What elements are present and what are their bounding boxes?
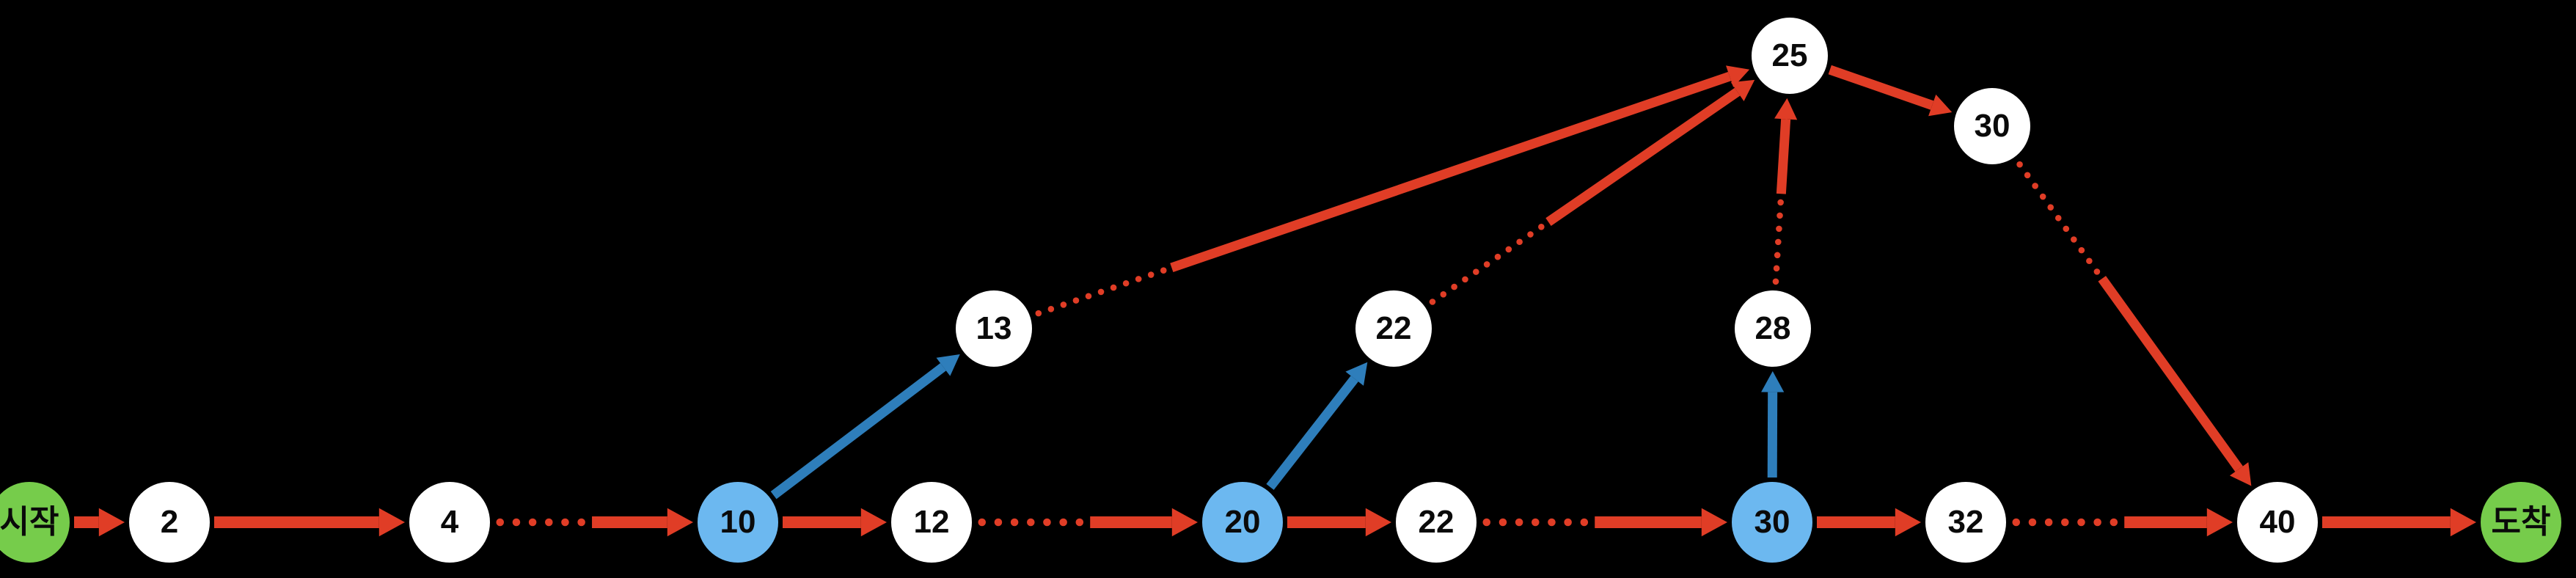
graph-node-label: 40 xyxy=(2259,504,2296,540)
graph-node-n30b[interactable]: 30 xyxy=(1732,482,1812,563)
graph-node-n20[interactable]: 20 xyxy=(1202,482,1283,563)
graph-node-n25[interactable]: 25 xyxy=(1752,18,1828,94)
graph-node-label: 22 xyxy=(1375,310,1412,346)
graph-edge-e-4-10 xyxy=(496,508,693,537)
graph-node-n28[interactable]: 28 xyxy=(1735,290,1811,367)
graph-edge-e-13-25 xyxy=(1035,65,1750,317)
graph-node-label: 25 xyxy=(1771,37,1808,73)
graph-edge-e-start-2 xyxy=(74,508,125,537)
graph-node-n13[interactable]: 13 xyxy=(956,290,1032,367)
graph-edge-e-10-12 xyxy=(783,508,887,537)
graph-node-label: 22 xyxy=(1418,504,1455,540)
graph-edge-e-32-40 xyxy=(2012,508,2233,537)
graph-node-label: 28 xyxy=(1754,310,1791,346)
graph-edge-e-30-32 xyxy=(1817,508,1921,537)
graph-node-n40[interactable]: 40 xyxy=(2237,482,2318,563)
graph-node-label: 30 xyxy=(1754,504,1790,540)
graph-node-n2[interactable]: 2 xyxy=(129,482,210,563)
graph-edge-e-2-4 xyxy=(214,508,405,537)
graph-node-n4[interactable]: 4 xyxy=(409,482,490,563)
graph-node-label: 32 xyxy=(1947,504,1984,540)
graph-edge-e-10-13 xyxy=(770,354,960,500)
graph-node-n10[interactable]: 10 xyxy=(698,482,778,563)
graph-node-n32[interactable]: 32 xyxy=(1925,482,2006,563)
graph-edge-e-22u-25 xyxy=(1429,79,1755,305)
graph-node-label: 2 xyxy=(160,504,179,540)
graph-node-label: 도착 xyxy=(2491,504,2551,540)
graph-node-n30u[interactable]: 30 xyxy=(1954,88,2030,164)
graph-node-end[interactable]: 도착 xyxy=(2481,482,2561,563)
graph-edge-e-20-22u xyxy=(1266,362,1368,490)
graph-edge-e-22-30 xyxy=(1482,508,1727,537)
graph-edge-e-20-22 xyxy=(1287,508,1391,537)
graph-edge-e-30-28 xyxy=(1761,370,1785,478)
graph-node-start[interactable]: 시작 xyxy=(0,482,70,563)
graph-node-n12[interactable]: 12 xyxy=(891,482,972,563)
graph-node-n22b[interactable]: 22 xyxy=(1396,482,1477,563)
graph-node-label: 4 xyxy=(440,504,459,540)
graph-edge-e-30u-40 xyxy=(2016,161,2252,486)
graph-node-label: 13 xyxy=(976,310,1012,346)
graph-node-label: 30 xyxy=(1974,108,2010,144)
graph-edge-e-12-20 xyxy=(978,508,1198,537)
graph-edge-e-28-25 xyxy=(1772,98,1798,285)
graph-node-label: 20 xyxy=(1224,504,1261,540)
graph-node-label: 12 xyxy=(913,504,950,540)
graph-edge-e-25-30u xyxy=(1828,65,1953,117)
graph-node-n22u[interactable]: 22 xyxy=(1355,290,1432,367)
graph-node-label: 10 xyxy=(720,504,756,540)
graph-edge-e-40-end xyxy=(2322,508,2476,537)
graph-node-label: 시작 xyxy=(0,504,59,540)
